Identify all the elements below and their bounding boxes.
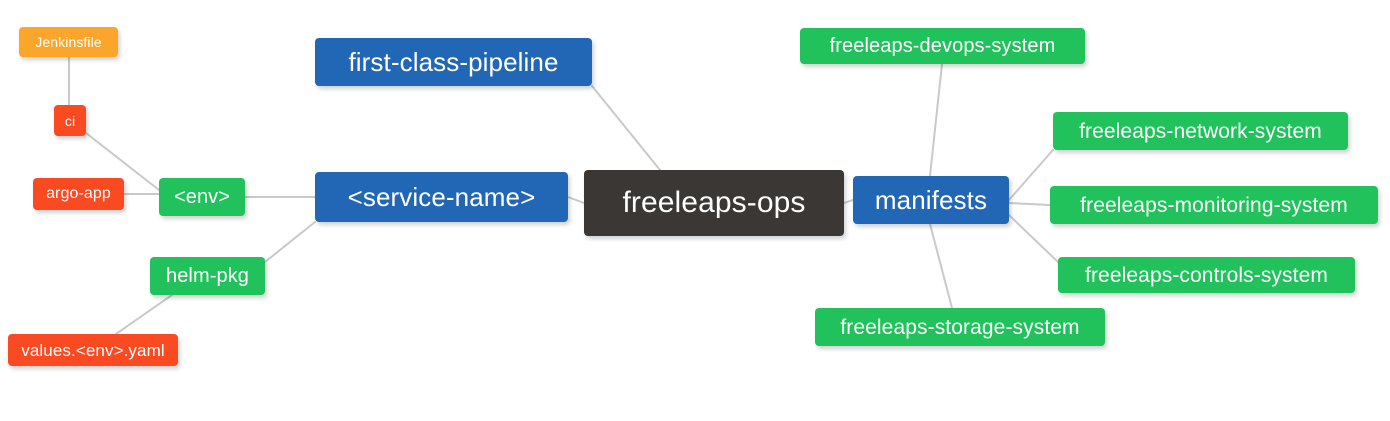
node-pipeline[interactable]: first-class-pipeline — [315, 38, 592, 86]
node-network[interactable]: freeleaps-network-system — [1053, 112, 1348, 150]
node-env[interactable]: <env> — [159, 178, 245, 216]
node-values[interactable]: values.<env>.yaml — [8, 334, 178, 366]
node-argoapp[interactable]: argo-app — [33, 178, 124, 210]
node-devops[interactable]: freeleaps-devops-system — [800, 28, 1085, 64]
node-helm[interactable]: helm-pkg — [150, 257, 265, 295]
edge-service-to-helm — [264, 221, 316, 263]
edge-manifests-to-storage — [929, 223, 953, 309]
node-storage[interactable]: freeleaps-storage-system — [815, 308, 1105, 346]
edge-root-to-manifests — [843, 199, 854, 204]
edge-manifests-to-monitoring — [1008, 202, 1051, 206]
node-jenkinsfile[interactable]: Jenkinsfile — [19, 27, 118, 57]
node-manifests[interactable]: manifests — [853, 176, 1009, 224]
edge-manifests-to-network — [1008, 149, 1054, 201]
node-monitoring[interactable]: freeleaps-monitoring-system — [1050, 186, 1378, 224]
edge-helm-to-values — [115, 294, 173, 335]
edge-manifests-to-devops — [929, 63, 943, 177]
edge-root-to-service — [567, 196, 585, 204]
node-service[interactable]: <service-name> — [315, 172, 568, 222]
node-ci[interactable]: ci — [54, 105, 86, 136]
edge-root-to-pipeline — [591, 85, 661, 171]
node-root[interactable]: freeleaps-ops — [584, 170, 844, 236]
node-controls[interactable]: freeleaps-controls-system — [1058, 257, 1355, 293]
